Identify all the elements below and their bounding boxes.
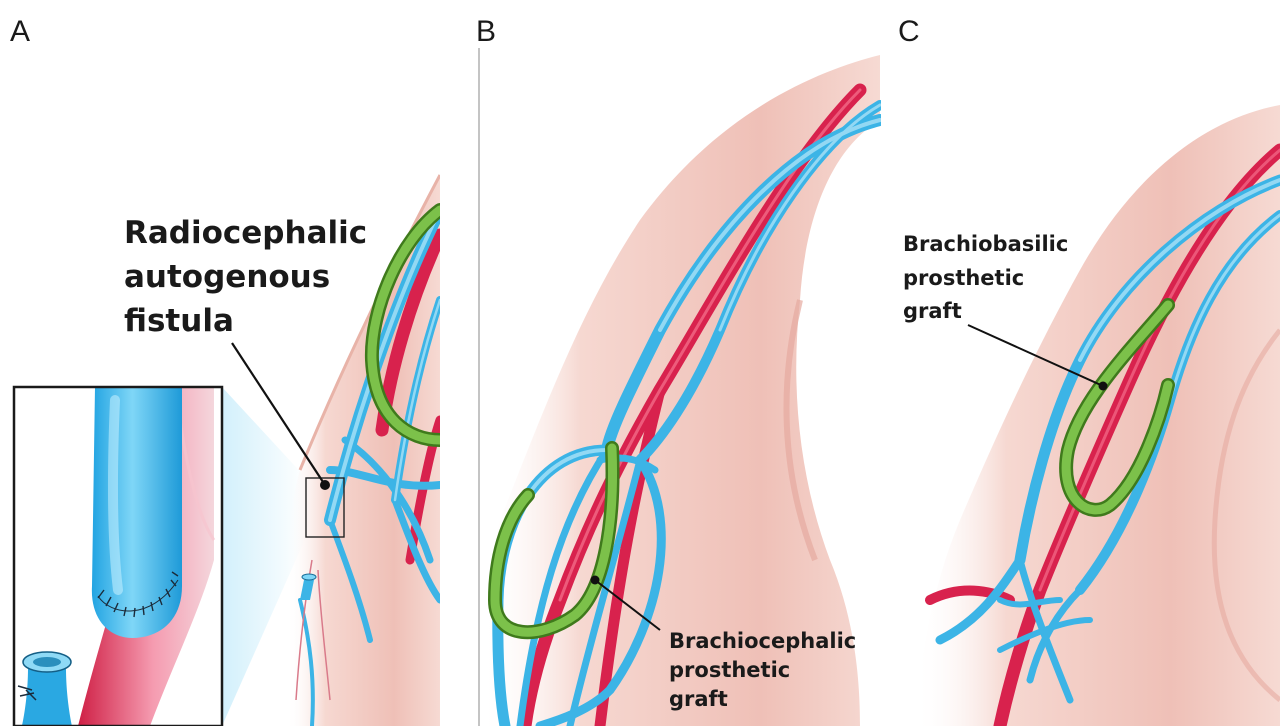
leader-dot-b [591, 576, 600, 585]
panel-b: B [476, 15, 880, 726]
label-c-line-2: prosthetic [903, 266, 1024, 290]
leader-dot-c [1099, 382, 1108, 391]
panel-c: C [898, 15, 1280, 726]
panel-a: A [10, 15, 440, 726]
panel-b-letter: B [476, 15, 496, 48]
panel-c-letter: C [898, 15, 920, 48]
label-a-line-3: fistula [124, 303, 234, 339]
label-c-line-1: Brachiobasilic [903, 232, 1068, 256]
ligated-stump-inset-icon [18, 652, 72, 726]
inset-magnified-view [14, 387, 222, 726]
label-a-line-2: autogenous [124, 259, 330, 295]
arm-illustration-c [915, 105, 1280, 726]
label-b-line-2: prosthetic [669, 658, 790, 682]
label-a-line-1: Radiocephalic [124, 215, 367, 251]
label-b-line-3: graft [669, 687, 728, 711]
leader-dot-a [320, 480, 330, 490]
label-b-line-1: Brachiocephalic [669, 629, 856, 653]
label-c-line-3: graft [903, 299, 962, 323]
arm-illustration-b [481, 55, 880, 726]
panel-a-letter: A [10, 15, 30, 48]
forearm-illustration-a [287, 175, 440, 726]
